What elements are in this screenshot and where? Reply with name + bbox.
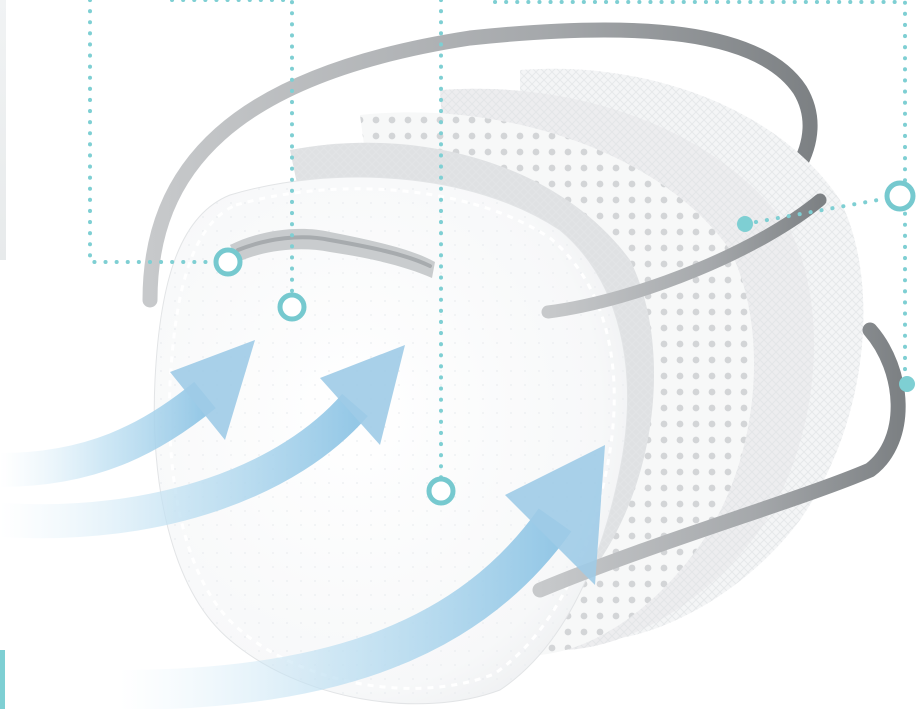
callout-dot-ear-loop[interactable]: [737, 216, 753, 232]
callout-dot-inner-layer[interactable]: [899, 376, 915, 392]
callout-marker-filter-layer[interactable]: [429, 479, 453, 503]
callout-marker-nose-clip[interactable]: [216, 250, 240, 274]
callout-marker-outer-layer[interactable]: [280, 295, 304, 319]
callout-marker-ear-loop[interactable]: [887, 183, 913, 209]
